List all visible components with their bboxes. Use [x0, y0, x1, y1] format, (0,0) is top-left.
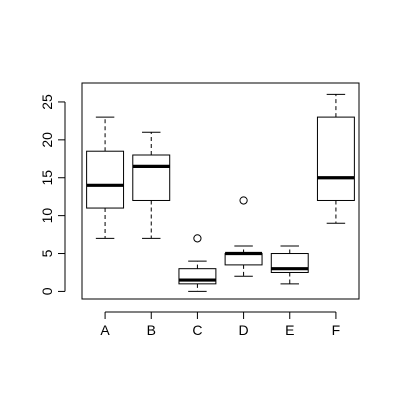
outlier-point [239, 196, 248, 205]
x-tick-label: B [147, 322, 156, 338]
x-tick-label: F [332, 322, 341, 338]
x-tick-label: D [239, 322, 249, 338]
y-tick-label: 20 [39, 132, 55, 148]
y-tick-label: 15 [39, 170, 55, 186]
box-iqr [316, 116, 355, 201]
box-iqr [86, 150, 125, 209]
y-tick-label: 5 [39, 249, 55, 257]
x-tick-label: C [192, 322, 202, 338]
x-tick-label: A [100, 322, 110, 338]
box-iqr [224, 253, 263, 266]
y-tick-label: 10 [39, 208, 55, 224]
y-tick-label: 0 [39, 287, 55, 295]
plot-frame [81, 82, 360, 300]
box-iqr [132, 154, 171, 201]
y-tick-label: 25 [39, 94, 55, 110]
plot-layer: 0 5 10 15 20 25A B C D E F [39, 82, 360, 338]
x-tick-label: E [285, 322, 294, 338]
outlier-point [193, 234, 202, 243]
